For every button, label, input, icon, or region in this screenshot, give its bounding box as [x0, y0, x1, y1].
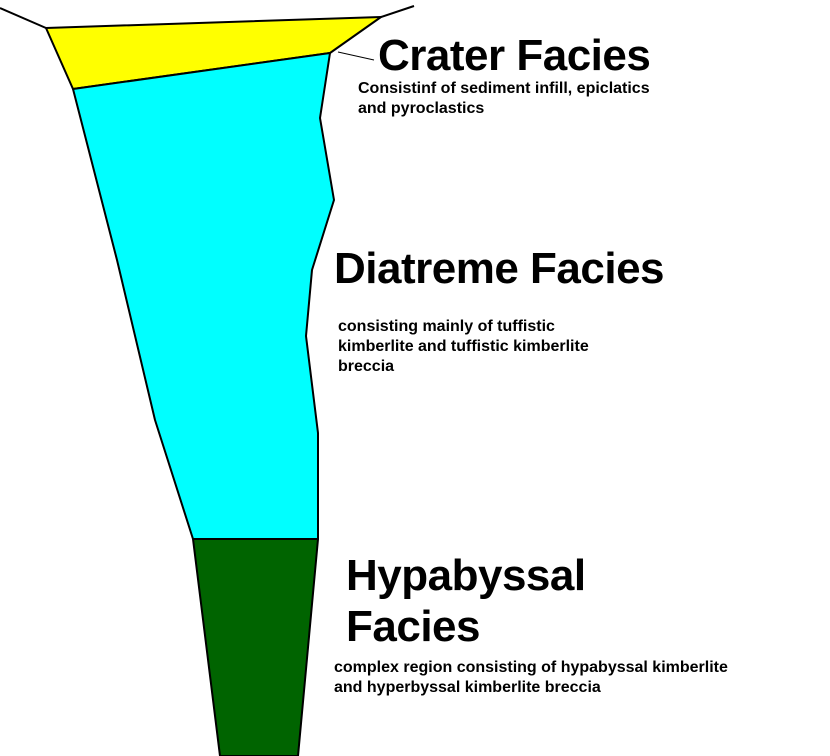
- crater-desc-line-1: Consistinf of sediment infill, epiclatic…: [358, 79, 650, 99]
- diatreme-desc-line-2: kimberlite and tuffistic kimberlite: [338, 337, 589, 357]
- hypabyssal-facies-title-line-2: Facies: [346, 604, 480, 650]
- crater-facies-description: Consistinf of sediment infill, epiclatic…: [358, 79, 650, 119]
- hypabyssal-facies-zone: [193, 539, 318, 756]
- diatreme-desc-line-1: consisting mainly of tuffistic: [338, 317, 589, 337]
- crater-desc-line-2: and pyroclastics: [358, 99, 650, 119]
- diatreme-facies-description: consisting mainly of tuffistic kimberlit…: [338, 317, 589, 377]
- crater-facies-title: Crater Facies: [378, 33, 650, 79]
- ground-surface-right: [381, 6, 414, 17]
- hypabyssal-facies-description: complex region consisting of hypabyssal …: [334, 658, 728, 698]
- crater-leader-line: [338, 52, 374, 60]
- diatreme-facies-zone: [73, 53, 334, 539]
- diatreme-desc-line-3: breccia: [338, 357, 589, 377]
- diatreme-facies-title: Diatreme Facies: [334, 246, 664, 292]
- hypabyssal-desc-line-1: complex region consisting of hypabyssal …: [334, 658, 728, 678]
- hypabyssal-facies-title-line-1: Hypabyssal: [346, 553, 586, 599]
- ground-surface-left: [0, 8, 46, 28]
- hypabyssal-desc-line-2: and hyperbyssal kimberlite breccia: [334, 678, 728, 698]
